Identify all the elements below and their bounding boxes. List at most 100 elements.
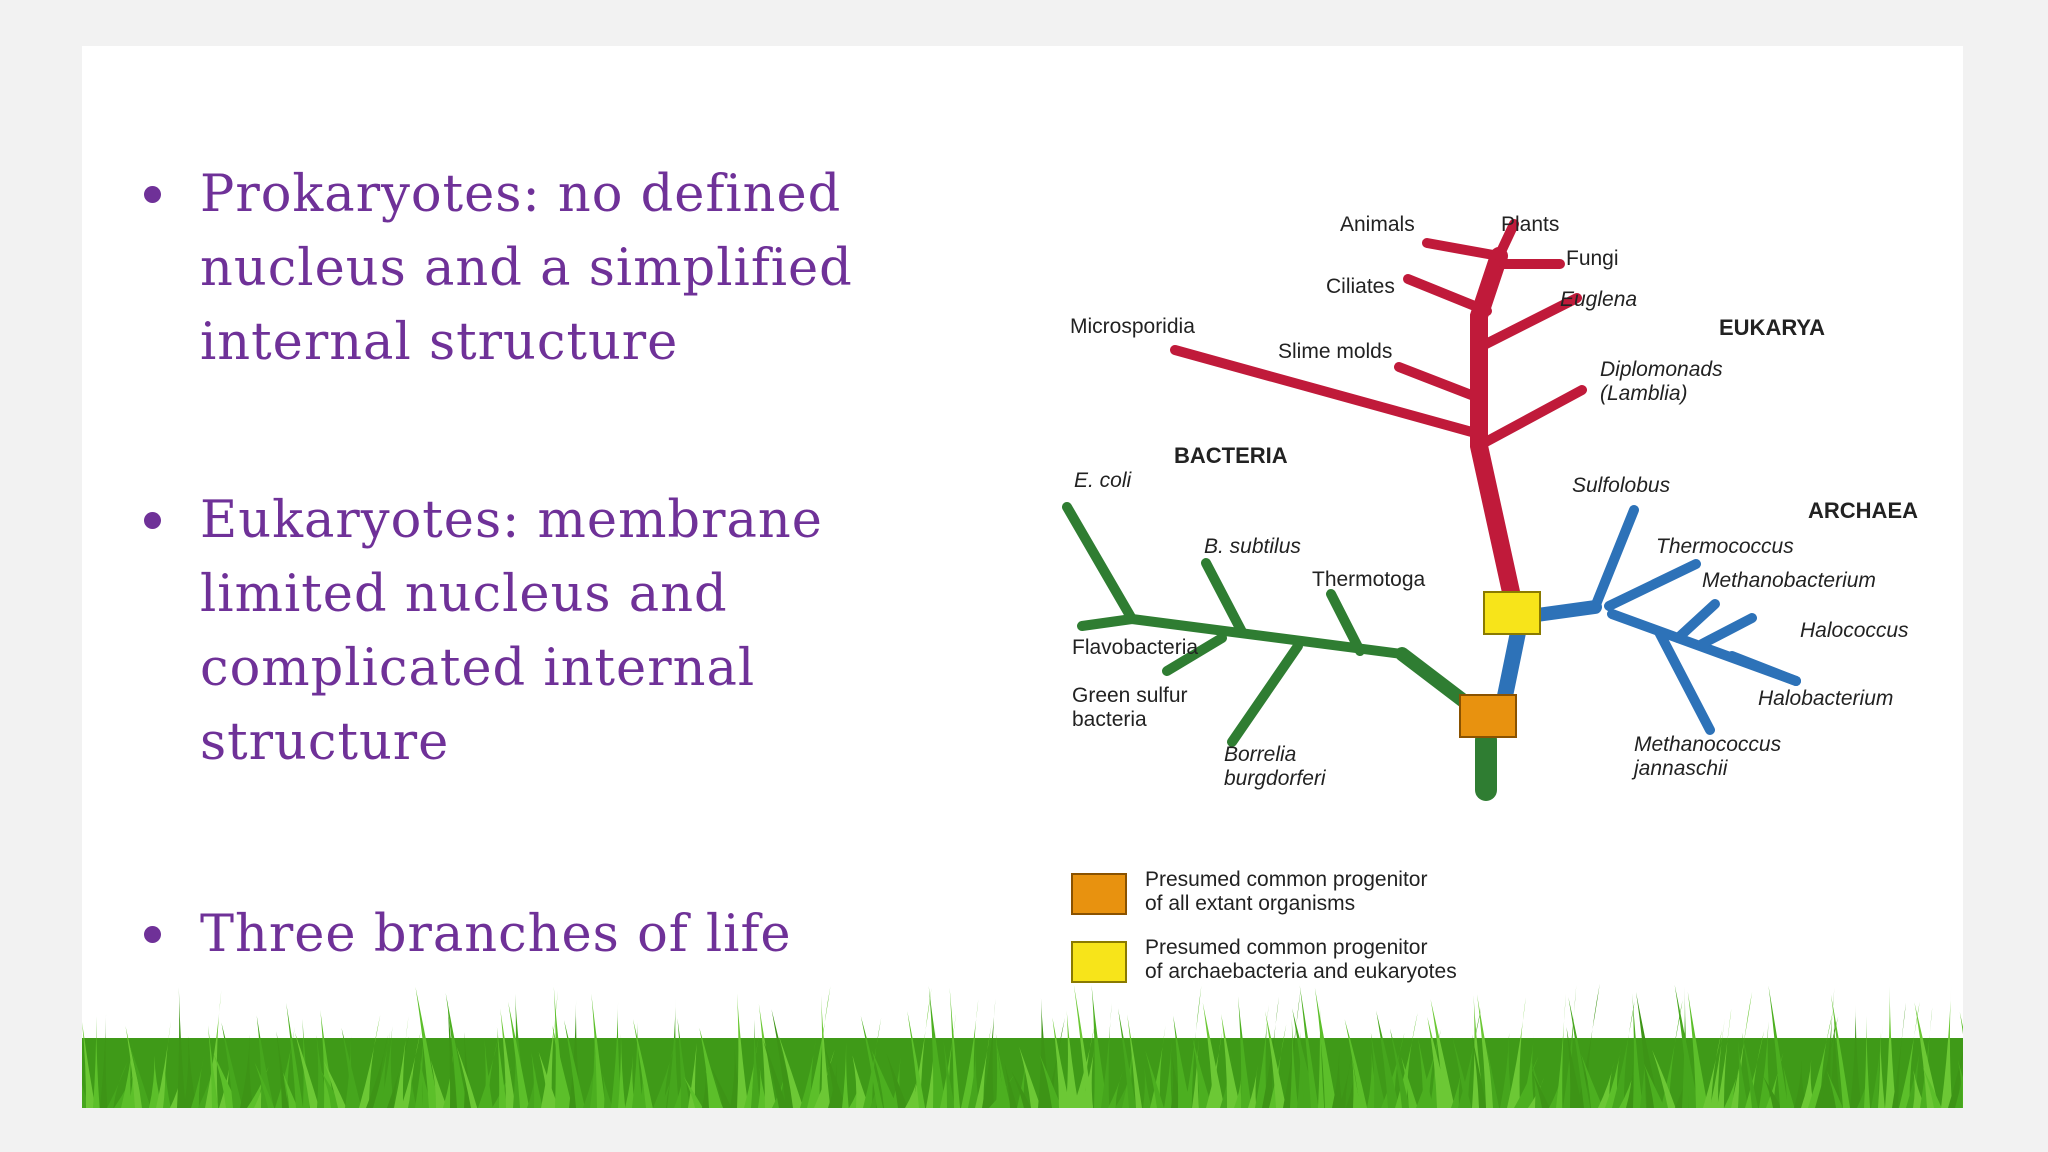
grass-blade xyxy=(711,1067,732,1108)
bullet-dot xyxy=(144,926,161,943)
grass-blade xyxy=(213,1052,240,1108)
grass-blade xyxy=(1745,1030,1765,1108)
grass-blade xyxy=(1635,991,1660,1108)
grass-blade xyxy=(1871,1023,1884,1108)
grass-blade xyxy=(871,1050,898,1108)
grass-blade xyxy=(1568,997,1591,1108)
grass-blade xyxy=(1430,999,1455,1108)
grass-blade xyxy=(1237,996,1252,1108)
grass-blade xyxy=(975,1024,992,1108)
domain-bacteria-label: BACTERIA xyxy=(1174,443,1288,468)
domain-archaea-label: ARCHAEA xyxy=(1808,498,1918,523)
branch-borrelia xyxy=(1227,641,1303,747)
label-plants: Plants xyxy=(1501,213,1559,236)
grass-blade xyxy=(1318,1002,1325,1108)
branch-halococcus xyxy=(1697,613,1757,649)
grass-blade xyxy=(763,1040,788,1108)
grass-blade xyxy=(394,1016,409,1108)
label-flavobacteria: Flavobacteria xyxy=(1072,636,1198,659)
grass-blade xyxy=(1830,994,1851,1108)
grass-blade xyxy=(341,1027,362,1108)
label-borrelia: Borrelia xyxy=(1224,743,1296,766)
grass-blade xyxy=(254,1061,275,1108)
label-thermotoga: Thermotoga xyxy=(1312,568,1426,591)
grass-blade xyxy=(82,1022,96,1108)
grass-decoration xyxy=(82,983,1963,1108)
grass-blade xyxy=(1011,1071,1032,1108)
grass-blade xyxy=(1741,1032,1759,1108)
grass-blade xyxy=(508,1001,530,1108)
grass-blade xyxy=(1766,1052,1784,1108)
grass-blades xyxy=(82,983,1963,1108)
branch-thermococcus xyxy=(1604,559,1701,611)
grass-blade xyxy=(1477,994,1497,1108)
label-green-sulfur: Green sulfur xyxy=(1072,684,1188,707)
grass-blade xyxy=(771,1009,795,1108)
grass-blade xyxy=(860,1015,884,1108)
grass-blade xyxy=(1427,1016,1451,1108)
bullet-eukaryotes: Eukaryotes: membrane limited nucleus and… xyxy=(144,484,1040,780)
bullet-line: Eukaryotes: membrane xyxy=(200,491,823,550)
grass-blade xyxy=(683,1076,703,1108)
grass-blade xyxy=(758,1003,777,1108)
grass-blade xyxy=(302,1018,310,1108)
branch-ciliates xyxy=(1403,274,1492,316)
grass-blade xyxy=(1052,1017,1071,1108)
branch-microsporidia xyxy=(1170,345,1484,439)
grass-blade xyxy=(1101,1003,1112,1108)
label-jannaschii: jannaschii xyxy=(1631,757,1729,780)
label-b-subtilus: B. subtilus xyxy=(1204,535,1301,558)
grass-blade xyxy=(1332,1050,1343,1108)
grass-blade xyxy=(583,1042,600,1108)
grass-blade xyxy=(240,1034,253,1108)
grass-blade xyxy=(1619,1069,1635,1108)
grass-blade xyxy=(1549,1076,1562,1108)
grass-blade xyxy=(632,1022,644,1108)
grass-blade xyxy=(824,1045,847,1108)
label-lamblia: (Lamblia) xyxy=(1600,382,1688,405)
grass-blade xyxy=(496,1027,508,1108)
grass-blade xyxy=(905,1075,919,1108)
grass-blade xyxy=(1643,1063,1665,1108)
grass-blade xyxy=(863,1017,882,1108)
grass-blade xyxy=(842,1041,849,1108)
grass-blade xyxy=(591,993,606,1108)
grass-blade xyxy=(1145,1050,1164,1108)
grass-blade xyxy=(415,986,440,1108)
grass-blade xyxy=(1108,1068,1124,1108)
grass-blade xyxy=(163,1065,171,1108)
eukarya-branches xyxy=(1170,219,1587,601)
grass-blade xyxy=(1724,1065,1741,1108)
grass-blade xyxy=(373,1030,391,1108)
grass-blade xyxy=(1566,1027,1583,1108)
label-halococcus: Halococcus xyxy=(1800,619,1909,642)
grass-blade xyxy=(677,1018,690,1108)
grass-blade xyxy=(1514,1056,1539,1108)
grass-blade xyxy=(1507,997,1526,1108)
grass-blade xyxy=(667,997,680,1108)
grass-blade xyxy=(1914,1002,1939,1108)
grass-blade xyxy=(1234,1075,1243,1108)
grass-blade xyxy=(1948,1051,1963,1108)
grass-blade xyxy=(996,1043,1012,1108)
grass-blade xyxy=(800,1037,817,1108)
grass-blade xyxy=(1127,1014,1143,1108)
grass-blade xyxy=(1794,1060,1807,1108)
bullet-dot xyxy=(144,512,161,529)
grass-blade xyxy=(1117,1008,1137,1108)
grass-blade xyxy=(1531,1060,1549,1108)
grass-blade xyxy=(820,995,831,1108)
grass-blade xyxy=(121,1038,134,1108)
grass-blade xyxy=(1038,998,1052,1108)
grass-blade xyxy=(1826,1070,1843,1108)
grass-blade xyxy=(513,993,527,1108)
grass-blade xyxy=(1192,1038,1199,1108)
branch-slime-molds xyxy=(1394,362,1484,403)
grass-blade xyxy=(430,1060,448,1108)
grass-blade xyxy=(447,999,458,1108)
grass-blade xyxy=(1039,1054,1062,1108)
branch-ecoli xyxy=(1062,502,1137,624)
bullet-line: limited nucleus and xyxy=(200,565,728,624)
grass-blade xyxy=(1913,1070,1926,1108)
grass-blade xyxy=(408,1073,417,1108)
